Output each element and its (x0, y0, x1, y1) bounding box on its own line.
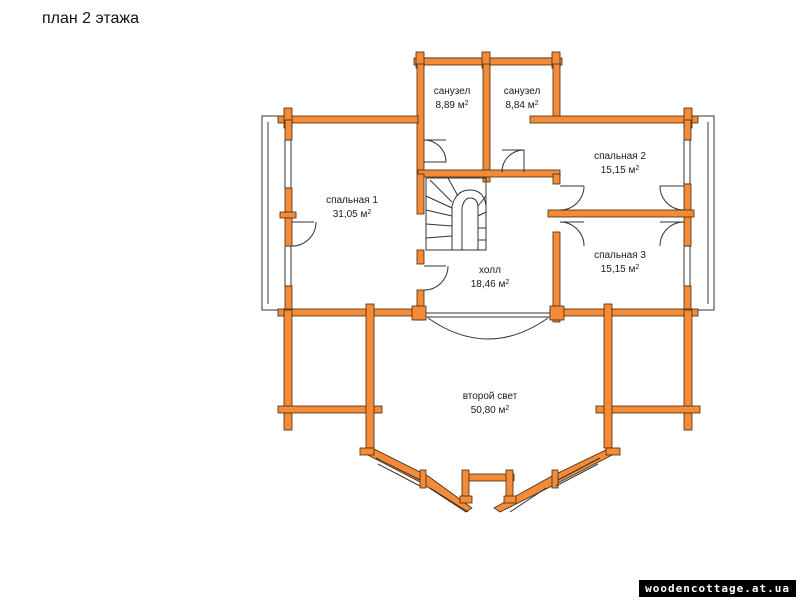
room-name: спальная 2 (594, 151, 646, 162)
room-label-hall: холл 18,46 м2 (471, 265, 510, 291)
room-label-bedroom-2: спальная 2 15,15 м2 (594, 151, 646, 177)
bay-walls (359, 447, 621, 513)
room-label-bedroom-3: спальная 3 15,15 м2 (594, 250, 646, 276)
room-name: санузел (433, 86, 471, 97)
room-label-bathroom-2: санузел 8,84 м2 (504, 86, 541, 112)
room-name: санузел (503, 86, 541, 97)
room-name: спальная 1 (326, 195, 378, 206)
room-name: второй свет (462, 391, 518, 402)
room-area: 50,80 м2 (470, 405, 510, 416)
walls (277, 51, 701, 449)
room-area: 18,46 м2 (470, 279, 510, 290)
hall-gallery (426, 312, 550, 340)
room-area: 15,15 м2 (600, 264, 640, 275)
site-watermark: woodencottage.at.ua (639, 580, 796, 597)
room-area: 8,84 м2 (505, 100, 539, 111)
room-label-bathroom-1: санузел 8,89 м2 (434, 86, 471, 112)
staircase (425, 177, 487, 251)
doors (291, 139, 685, 291)
room-area: 31,05 м2 (332, 209, 372, 220)
room-label-second-light: второй свет 50,80 м2 (463, 391, 518, 417)
room-label-bedroom-1: спальная 1 31,05 м2 (326, 195, 378, 221)
room-area: 15,15 м2 (600, 165, 640, 176)
room-area: 8,89 м2 (435, 100, 469, 111)
room-name: холл (479, 265, 501, 276)
room-name: спальная 3 (594, 250, 646, 261)
bay-windows (375, 457, 601, 513)
page-title: план 2 этажа (42, 10, 139, 27)
